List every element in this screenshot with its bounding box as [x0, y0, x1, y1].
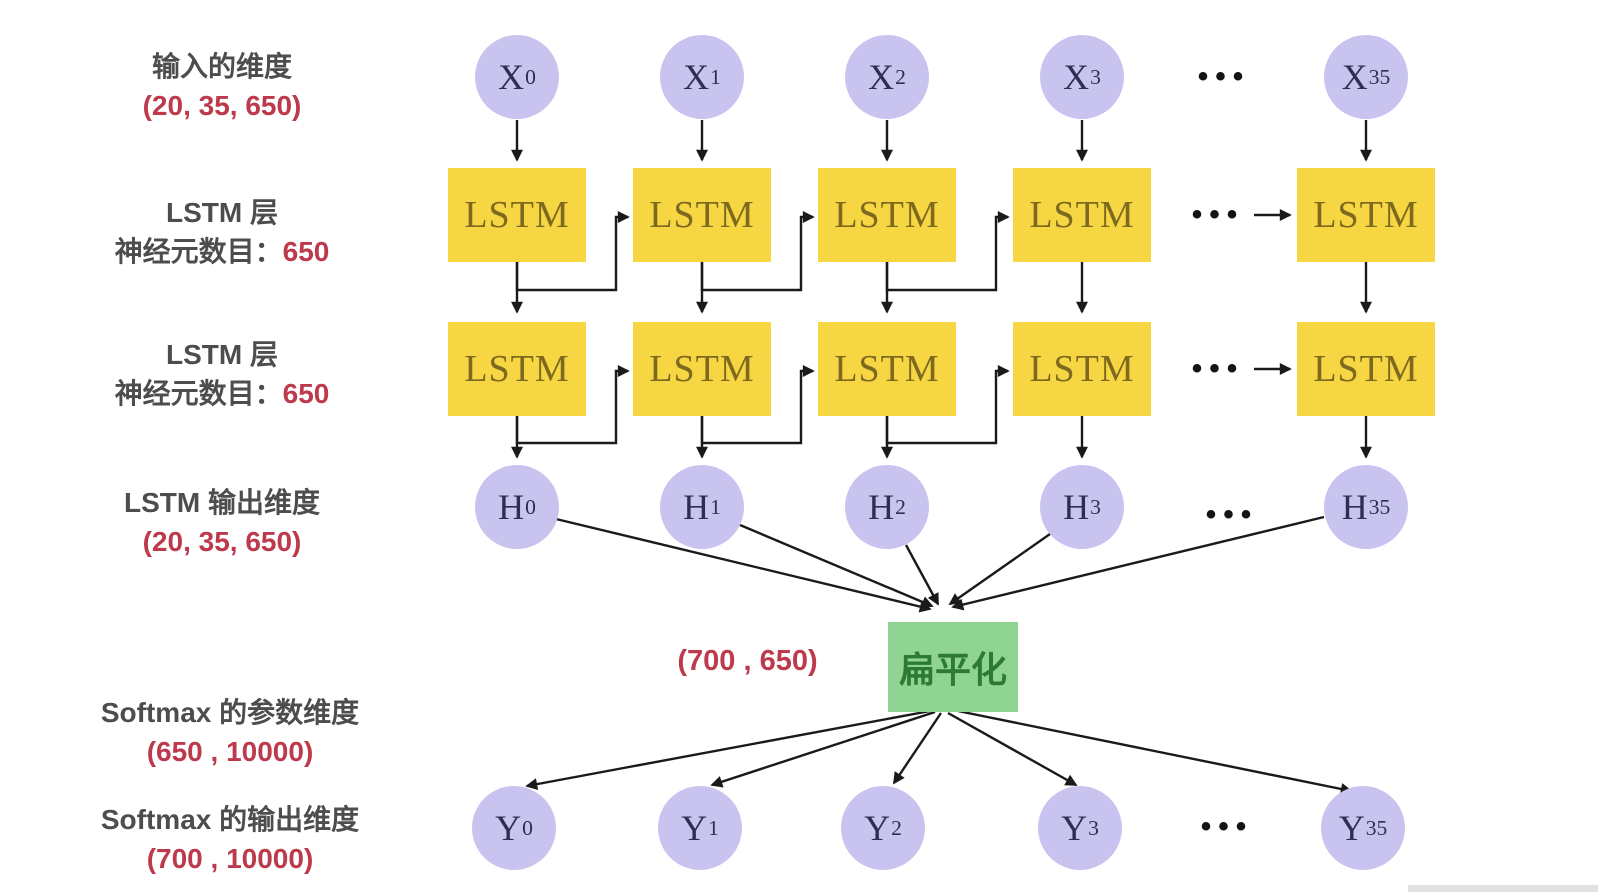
lstm-box-row1-col3: LSTM [1013, 168, 1151, 262]
label-softmax-param-title: Softmax 的参数维度 [100, 697, 360, 728]
node-h1-base: H [683, 487, 710, 527]
lstm-box-row2-col0: LSTM [448, 322, 586, 416]
label-softmax-output-title: Softmax 的输出维度 [100, 804, 360, 835]
label-softmax-output-value: (700 , 10000) [146, 843, 314, 874]
label-lstm-layer-1-neurons: 神经元数目：650 [52, 235, 392, 269]
neuron-count-value: 650 [282, 378, 330, 409]
lstm-box-row2-col2: LSTM [818, 322, 956, 416]
label-input-dimension: 输入的维度 (20, 35, 650) [52, 50, 392, 123]
ellipsis-lstm-row1: ••• [1191, 198, 1245, 231]
flatten-dimension-label: (700 , 650) [677, 645, 818, 677]
label-lstm-output-dimension: LSTM 输出维度 (20, 35, 650) [52, 486, 392, 559]
lstm-box-row1-col1: LSTM [633, 168, 771, 262]
label-input-dimension-value: (20, 35, 650) [142, 90, 302, 121]
neuron-count-value: 650 [282, 236, 330, 267]
node-x0-base: X [498, 57, 525, 97]
ellipsis-x-row: ••• [1197, 60, 1251, 93]
label-lstm-layer-2-title: LSTM 层 [166, 339, 278, 370]
lstm-box-row1-col2: LSTM [818, 168, 956, 262]
label-lstm-output-value: (20, 35, 650) [142, 526, 302, 557]
label-lstm-layer-2: LSTM 层 神经元数目：650 [52, 338, 392, 411]
node-h3-base: H [1063, 487, 1090, 527]
node-y2-base: Y [864, 808, 891, 848]
node-h0-base: H [498, 487, 525, 527]
node-h35-base: H [1341, 487, 1368, 527]
node-x1-base: X [683, 57, 710, 97]
ellipsis-h-row: ••• [1205, 498, 1259, 531]
lstm-box-row1-col4: LSTM [1297, 168, 1435, 262]
lstm-box-row2-col4: LSTM [1297, 322, 1435, 416]
label-softmax-output-dimension: Softmax 的输出维度 (700 , 10000) [30, 803, 430, 876]
neuron-count-prefix: 神经元数目： [114, 378, 283, 409]
node-x2-base: X [868, 57, 895, 97]
flatten-box: 扁平化 [888, 622, 1018, 712]
label-softmax-param-value: (650 , 10000) [146, 736, 314, 767]
node-x3-base: X [1063, 57, 1090, 97]
lstm-box-row1-col0: LSTM [448, 168, 586, 262]
node-y0-base: Y [495, 808, 522, 848]
node-y35-base: Y [1338, 808, 1365, 848]
ellipsis-lstm-row2: ••• [1191, 352, 1245, 385]
lstm-box-row2-col1: LSTM [633, 322, 771, 416]
label-lstm-layer-1: LSTM 层 神经元数目：650 [52, 196, 392, 269]
ellipsis-y-row: ••• [1200, 810, 1254, 843]
neuron-count-prefix: 神经元数目： [114, 236, 283, 267]
node-y3-base: Y [1061, 808, 1088, 848]
watermark-smudge [1408, 885, 1598, 892]
label-softmax-param-dimension: Softmax 的参数维度 (650 , 10000) [30, 696, 430, 769]
node-x35-base: X [1341, 57, 1368, 97]
node-y1-base: Y [681, 808, 708, 848]
lstm-box-row2-col3: LSTM [1013, 322, 1151, 416]
label-input-dimension-title: 输入的维度 [151, 51, 292, 82]
label-lstm-layer-2-neurons: 神经元数目：650 [52, 377, 392, 411]
label-lstm-layer-1-title: LSTM 层 [166, 197, 278, 228]
node-h2-base: H [868, 487, 895, 527]
label-lstm-output-title: LSTM 输出维度 [124, 487, 320, 518]
